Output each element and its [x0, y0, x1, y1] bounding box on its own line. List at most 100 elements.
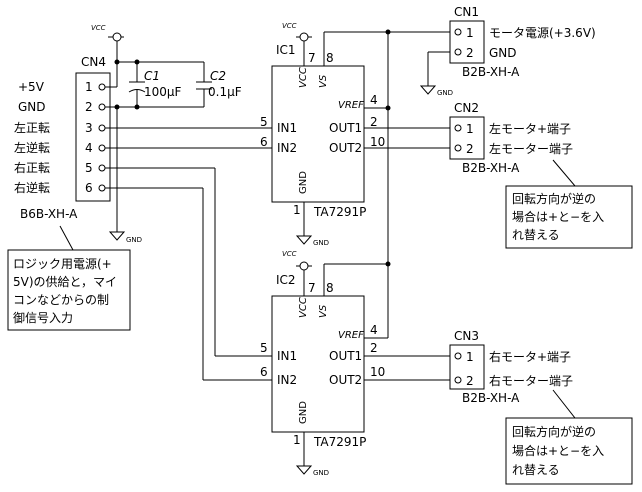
cn1-name: CN1: [454, 5, 479, 19]
note-reverse-2: 回転方向が逆の 場合は+と−を入 れ替える: [505, 389, 633, 485]
pin-number: 5: [260, 341, 268, 355]
connector-cn3: CN3 1 2 右モータ+端子 右モーター端子 B2B-XH-A: [449, 329, 573, 405]
pin-number: 2: [370, 115, 378, 129]
capacitor-c2: C2 0.1μF: [196, 69, 242, 99]
cn4-pin-contact: [98, 164, 106, 172]
cn2-pin-contact: [454, 144, 462, 152]
cn3-pin-contact: [454, 376, 462, 384]
ic1-body: [271, 65, 365, 203]
pin-label-vref: VREF: [338, 100, 364, 111]
pin-label-gnd: GND: [298, 401, 309, 424]
cn4-name: CN4: [81, 55, 106, 69]
note-line: コンなどからの制: [13, 293, 109, 307]
c2-value: 0.1μF: [208, 85, 242, 99]
ic1: IC1 TA7291P VCC VS VREF IN1 IN2 OUT1 OUT…: [260, 43, 385, 219]
cn4-pin-label: 右正転: [14, 160, 50, 175]
cn1-pin-label: GND: [489, 46, 517, 60]
gnd-label: GND: [313, 239, 329, 247]
vcc-label: VCC: [282, 22, 297, 30]
cn2-body: [449, 116, 485, 160]
pin-number: 6: [260, 365, 268, 379]
ground-symbol: GND: [295, 432, 329, 477]
pin-number: 8: [326, 281, 334, 295]
junction: [385, 105, 391, 111]
cn3-part: B2B-XH-A: [462, 391, 520, 405]
c1-name: C1: [144, 69, 160, 83]
pin-label-vs: VS: [318, 74, 329, 88]
pin-number: 2: [370, 341, 378, 355]
vcc-supply-top: VCC: [91, 24, 124, 42]
c1-value: 100μF: [144, 85, 182, 99]
cn4-pin-5: 右正転 5: [14, 160, 106, 175]
cn2-part: B2B-XH-A: [462, 161, 520, 175]
pin-label-in1: IN1: [277, 121, 297, 135]
ground-symbol: GND: [419, 85, 453, 97]
cn1-pin-number: 2: [466, 46, 474, 60]
note-line: 5V)の供給と，マイ: [13, 275, 117, 289]
vcc-label: VCC: [91, 24, 106, 32]
note-line: 回転方向が逆の: [512, 424, 596, 439]
cn4-pin-label: 左逆転: [14, 140, 50, 155]
pin-label-vref: VREF: [338, 330, 364, 341]
pin-number: 1: [293, 203, 301, 217]
cn4-pin-number: 2: [85, 100, 93, 114]
cn2-pin-number: 2: [466, 142, 474, 156]
pin-number: 4: [370, 93, 378, 107]
cn2-pin-number: 1: [466, 122, 474, 136]
pin-number: 4: [370, 323, 378, 337]
ground-symbol: GND: [108, 231, 142, 244]
ic2: IC2 TA7291P VCC VS VREF IN1 IN2 OUT1 OUT…: [260, 273, 385, 449]
cn4-pin-label: 右逆転: [14, 180, 50, 195]
pin-label-out1: OUT1: [329, 121, 362, 135]
cn3-pin-label: 右モータ+端子: [489, 349, 571, 364]
vcc-supply-ic1: VCC: [282, 22, 312, 66]
pin-label-in1: IN1: [277, 349, 297, 363]
note-line: ロジック用電源(+: [13, 257, 112, 271]
note-line: 御信号入力: [13, 310, 73, 325]
vcc-supply-ic2: VCC: [282, 250, 312, 296]
cn4-pin-number: 1: [85, 80, 93, 94]
ic1-name: IC1: [276, 43, 296, 57]
cn3-pin-number: 2: [466, 374, 474, 388]
cn4-body: [75, 72, 111, 202]
pin-number: 6: [260, 135, 268, 149]
cn4-pin-contact: [98, 124, 106, 132]
note-logic: ロジック用電源(+ 5V)の供給と，マイ コンなどからの制 御信号入力: [7, 225, 131, 331]
gnd-label: GND: [437, 89, 453, 97]
pin-label-in2: IN2: [277, 141, 297, 155]
capacitor-c1: C1 100μF: [128, 69, 182, 99]
cn3-name: CN3: [454, 329, 479, 343]
note-box: [7, 249, 131, 331]
pin-number: 10: [370, 135, 385, 149]
vcc-label: VCC: [282, 250, 297, 258]
cn4-pin-4: 左逆転 4: [14, 140, 106, 155]
note-line: 場合は+と−を入: [512, 209, 604, 224]
cn4-pin-1: +5V 1: [18, 80, 106, 94]
note-reverse-1: 回転方向が逆の 場合は+と−を入 れ替える: [505, 159, 633, 249]
cn4-pin-label: +5V: [18, 80, 45, 94]
cn1-pin-contact: [454, 28, 462, 36]
pin-number: 8: [326, 51, 334, 65]
note-line: れ替える: [512, 463, 560, 477]
cn4-pin-2: GND 2: [18, 100, 106, 114]
connector-cn1: CN1 1 2 モータ電源(+3.6V) GND B2B-XH-A: [449, 5, 596, 79]
cn3-pin-contact: [454, 352, 462, 360]
ic2-body: [271, 295, 365, 433]
cn3-pin-label: 右モーター端子: [489, 373, 573, 388]
pin-number: 10: [370, 365, 385, 379]
cn4-pin-contact: [98, 83, 106, 91]
note-line: 回転方向が逆の: [512, 191, 596, 206]
note-line: 場合は+と−を入: [512, 443, 604, 458]
cn1-pin-contact: [454, 48, 462, 56]
pin-number: 7: [308, 51, 316, 65]
cn1-pin-number: 1: [466, 26, 474, 40]
cn4-pin-label: 左正転: [14, 120, 50, 135]
pin-number: 7: [308, 281, 316, 295]
pin-label-out1: OUT1: [329, 349, 362, 363]
output-wires: [364, 51, 453, 381]
vcc-terminal: [299, 261, 309, 271]
note-box: [505, 185, 633, 249]
cn4-part: B6B-XH-A: [20, 207, 78, 221]
cn4-pin-label: GND: [18, 100, 46, 114]
